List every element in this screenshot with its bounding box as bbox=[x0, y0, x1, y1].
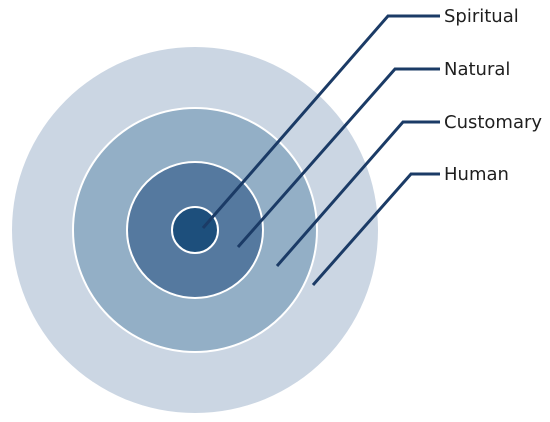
leader-line-human bbox=[311, 172, 440, 286]
leader-line-spiritual bbox=[201, 14, 440, 229]
label-human: Human bbox=[444, 164, 509, 185]
label-spiritual: Spiritual bbox=[444, 6, 519, 27]
labels-group: Spiritual Natural Customary Human bbox=[444, 6, 542, 185]
leader-lines-group bbox=[201, 14, 440, 286]
label-customary: Customary bbox=[444, 112, 542, 133]
rings-group bbox=[12, 47, 378, 413]
ring-spiritual bbox=[171, 206, 219, 254]
leader-line-customary bbox=[275, 120, 440, 267]
label-natural: Natural bbox=[444, 59, 510, 80]
leader-line-natural bbox=[236, 67, 440, 248]
